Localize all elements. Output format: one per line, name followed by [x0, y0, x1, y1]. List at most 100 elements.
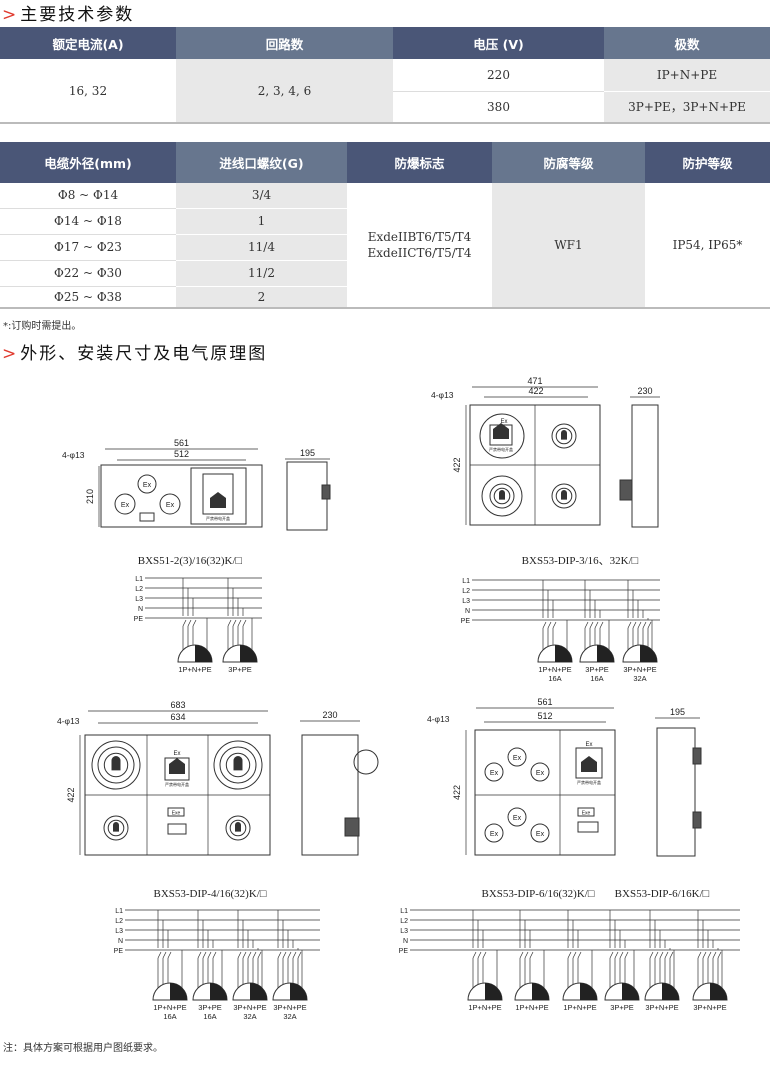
dim-holes: 4-φ13 — [431, 390, 454, 400]
ex-symbol-icon — [530, 823, 550, 843]
breaker-contact — [197, 951, 202, 959]
breaker-contact — [659, 951, 664, 959]
breaker-contact — [182, 619, 187, 627]
breaker-contact — [477, 951, 482, 959]
breaker-contact — [619, 951, 624, 959]
load-rating: 16A — [203, 1012, 216, 1021]
load-socket-fill — [240, 645, 257, 662]
bottom-note: 注：具体方案可根据用户图纸要求。 — [3, 1043, 163, 1054]
load-label: 3P+N+PE — [645, 1003, 678, 1012]
dim-height: 210 — [85, 489, 95, 504]
section-title-specs: >主要技术参数 — [2, 5, 135, 25]
phase-label: L2 — [462, 588, 470, 595]
socket-icon — [225, 815, 251, 841]
load-label: 3P+PE — [585, 665, 609, 674]
dim-height: 422 — [66, 787, 76, 802]
section-title-text: 主要技术参数 — [20, 5, 135, 25]
side-handle — [321, 484, 331, 500]
breaker-contact — [242, 951, 247, 959]
dim-holes: 4-φ13 — [57, 716, 80, 726]
cell-poles: IP+N+PE — [604, 59, 770, 92]
breaker-contact — [482, 951, 487, 959]
side-handle — [344, 817, 360, 837]
dim-overall: 561 — [174, 438, 189, 448]
dim-height: 422 — [452, 785, 462, 800]
dim-overall: 471 — [527, 376, 542, 386]
side-gland — [353, 749, 379, 775]
cell-thread: 2 — [176, 286, 347, 309]
dim-depth: 230 — [637, 386, 652, 396]
breaker-contact — [167, 951, 172, 959]
th-ex-mark: 防爆标志 — [347, 142, 492, 183]
cell-diameter: Φ14 ~ Φ18 — [0, 208, 176, 235]
plug-icon — [111, 756, 121, 771]
ex-text: Ex — [513, 815, 522, 822]
load-label: 3P+PE — [198, 1003, 222, 1012]
specs-table-1: 额定电流(A) 回路数 电压 (V) 极数 16, 32 2, 3, 4, 6 … — [0, 27, 770, 124]
breaker-contact — [547, 621, 552, 629]
load-rating: 16A — [548, 674, 561, 683]
socket-inner — [555, 487, 573, 505]
th-protection: 防护等级 — [645, 142, 770, 183]
breaker-contact — [162, 951, 167, 959]
phase-label: N — [138, 606, 143, 613]
phase-label: L3 — [135, 596, 143, 603]
switch-knob-icon — [210, 492, 226, 508]
ex-text: Ex — [536, 770, 545, 777]
socket-icon — [219, 746, 257, 784]
th-poles: 极数 — [604, 27, 770, 59]
breaker-contact — [609, 951, 614, 959]
socket-inner — [229, 819, 247, 837]
dim-mount: 512 — [537, 711, 552, 721]
ex-mark-2: ExdeIICT6/T5/T4 — [367, 246, 472, 260]
breaker-contact — [202, 951, 207, 959]
load-socket-fill — [710, 983, 727, 1000]
dim-mount: 512 — [174, 449, 189, 459]
socket-icon — [103, 815, 129, 841]
socket-inner — [107, 819, 125, 837]
phase-label: L2 — [400, 918, 408, 925]
side-handle — [692, 747, 702, 765]
cell-thread: 11/4 — [176, 234, 347, 261]
phase-label: N — [118, 938, 123, 945]
phase-label: L3 — [400, 928, 408, 935]
phase-label: L1 — [400, 908, 408, 915]
switch-warning: 严禁带电开盖 — [489, 446, 513, 452]
breaker-contact — [552, 621, 557, 629]
ex-symbol-icon — [484, 762, 504, 782]
nameplate — [139, 512, 155, 522]
load-socket-fill — [622, 983, 639, 1000]
load-label: 1P+N+PE — [178, 665, 211, 674]
dim-depth: 230 — [322, 710, 337, 720]
ex-text: Ex — [500, 419, 507, 425]
breaker-contact — [524, 951, 529, 959]
ex-symbol-icon — [114, 493, 136, 515]
socket-icon — [551, 423, 577, 449]
enclosure-side — [631, 404, 659, 528]
ex-text: Ex — [121, 502, 130, 509]
socket-ring — [479, 413, 525, 459]
phase-label: N — [403, 938, 408, 945]
breaker-contact — [542, 621, 547, 629]
breaker-contact — [287, 951, 292, 959]
cell-corrosion: WF1 — [492, 183, 645, 309]
enclosure-side — [301, 734, 359, 856]
breaker-contact — [207, 951, 212, 959]
breaker-contact — [599, 621, 604, 629]
ex-text: Ex — [490, 831, 499, 838]
breaker-contact — [519, 951, 524, 959]
breaker-contact — [627, 621, 632, 629]
cell-thread: 11/2 — [176, 260, 347, 287]
socket-icon — [551, 483, 577, 509]
ex-symbol-icon — [507, 807, 527, 827]
breaker-contact — [567, 951, 572, 959]
load-socket-fill — [580, 983, 597, 1000]
breaker-contact — [637, 621, 642, 629]
load-rating: 16A — [163, 1012, 176, 1021]
breaker-contact — [227, 619, 232, 627]
plug-icon — [113, 822, 119, 832]
phase-label: L1 — [462, 578, 470, 585]
cell-diameter: Φ17 ~ Φ23 — [0, 234, 176, 261]
